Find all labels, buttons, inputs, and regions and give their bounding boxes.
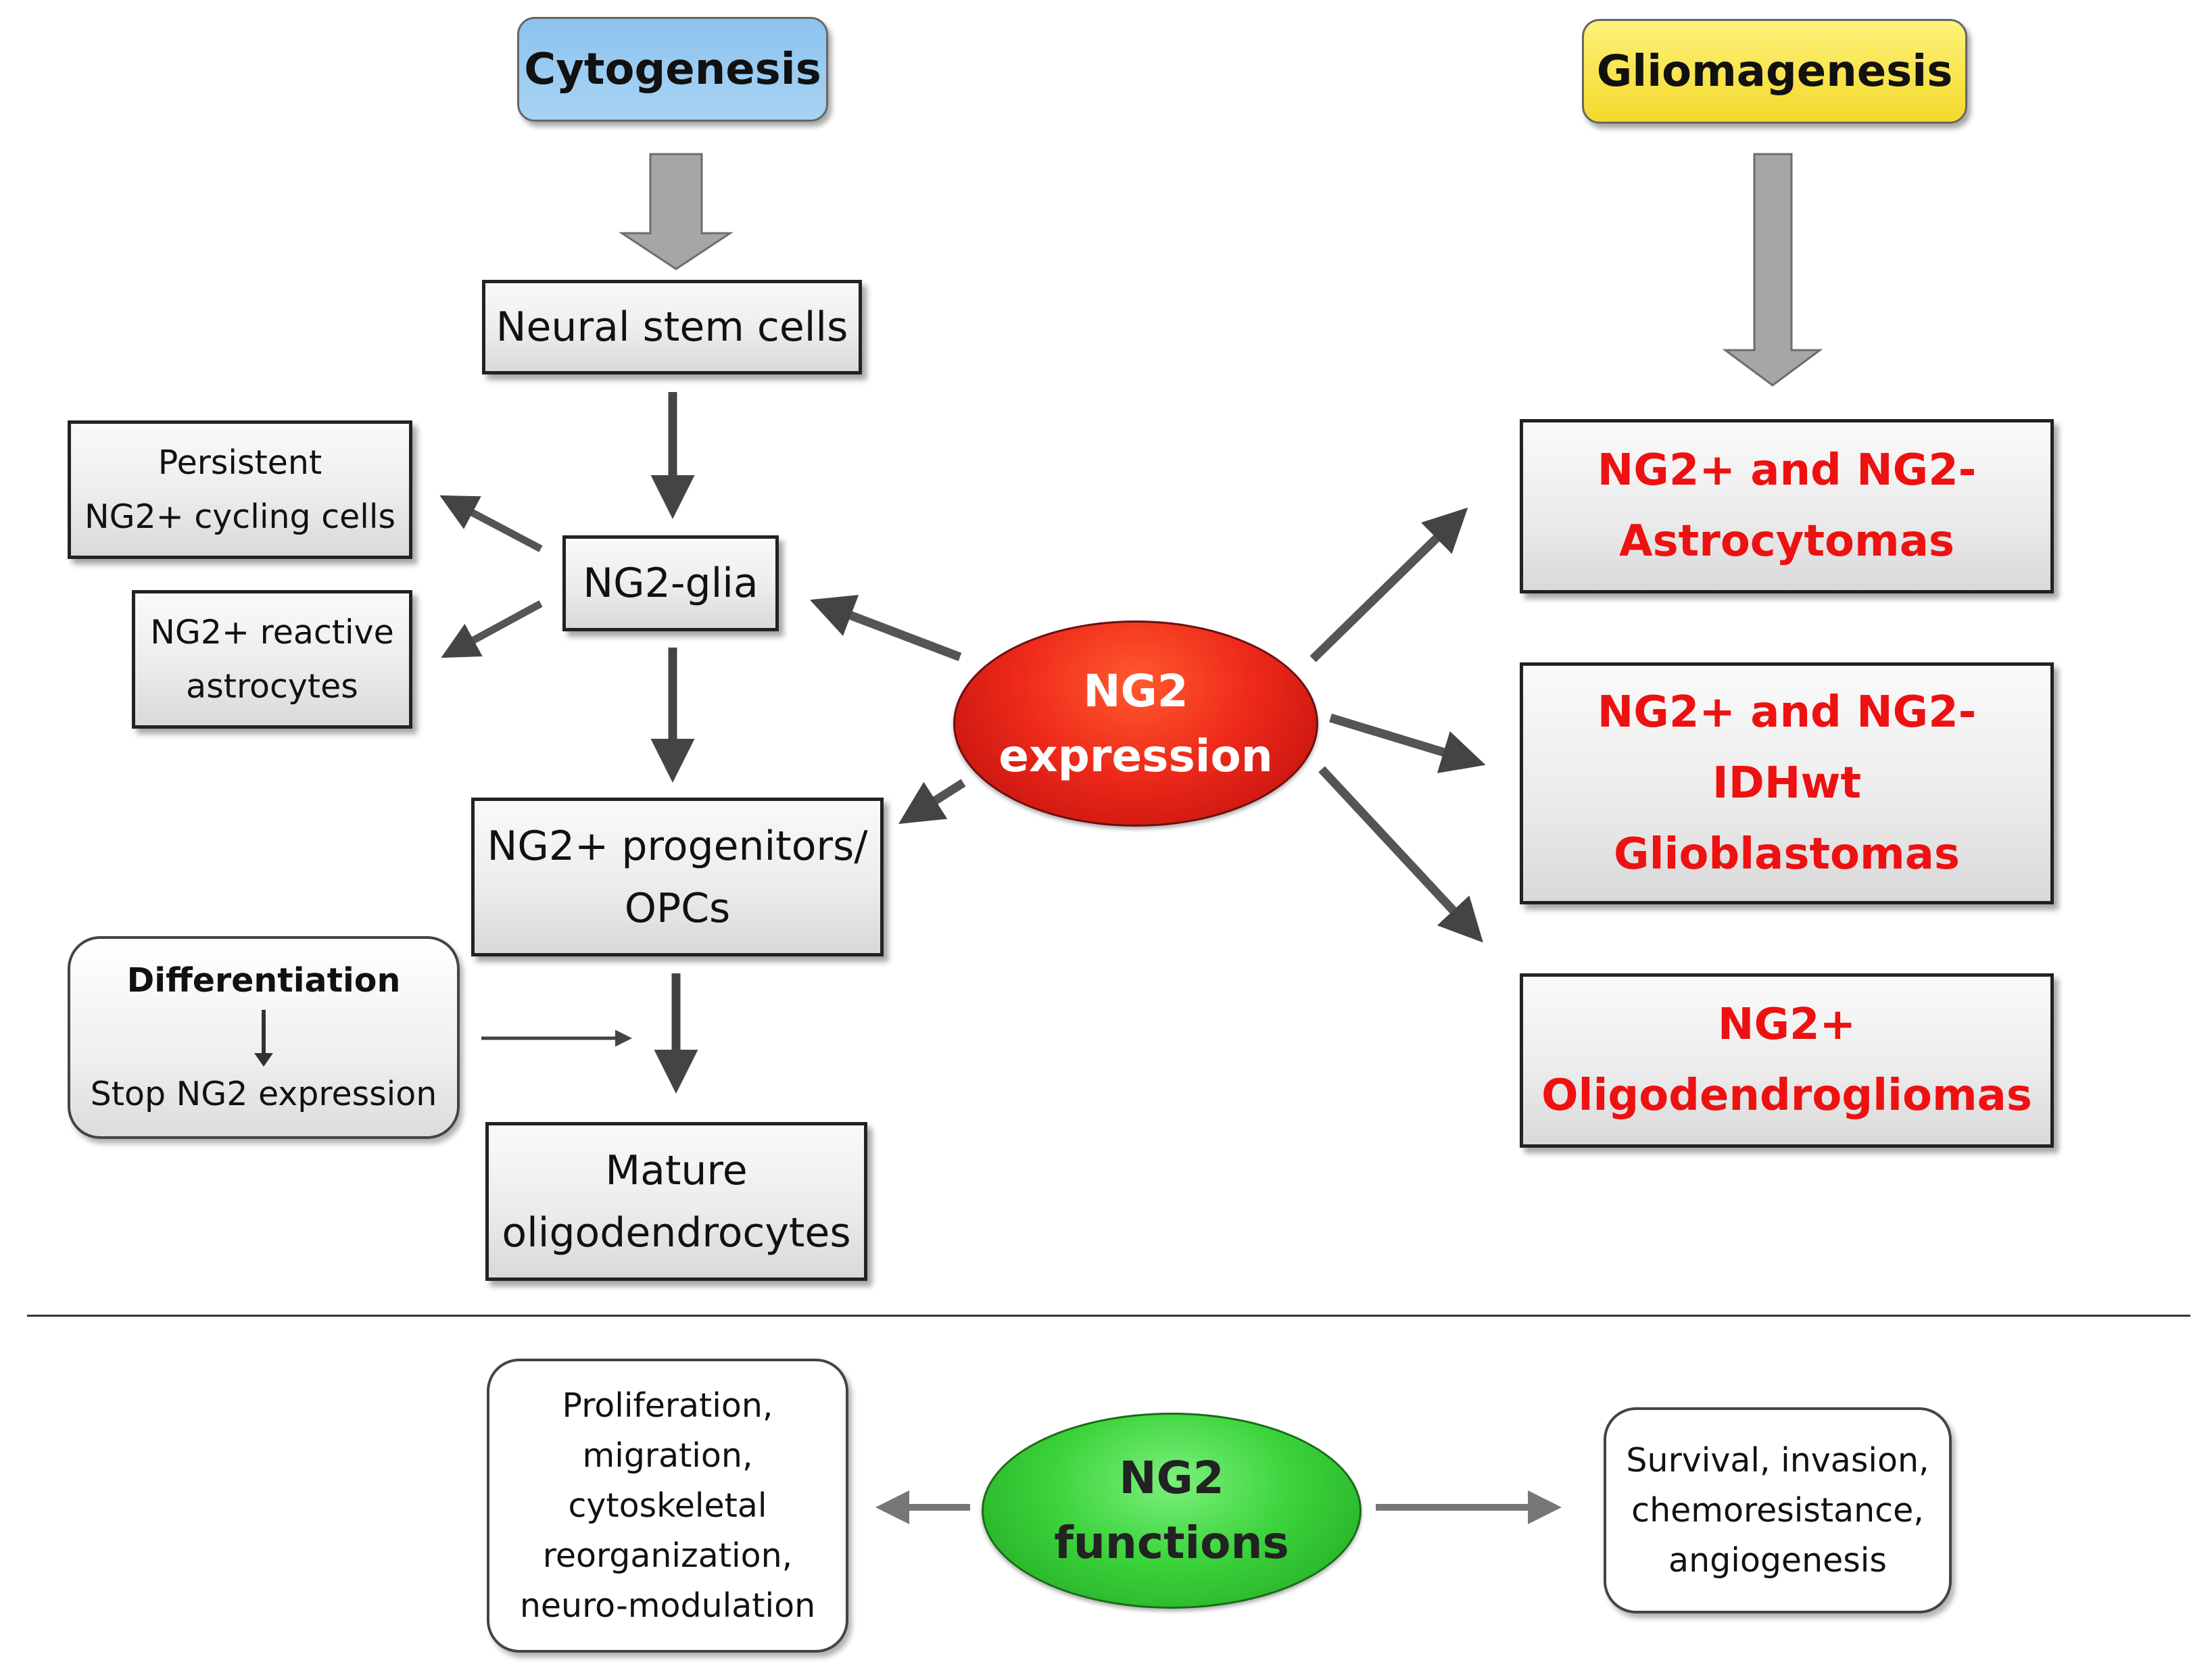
ng2-progenitors-box: NG2+ progenitors/ OPCs — [471, 798, 884, 956]
functions-left-line-1: Proliferation, — [562, 1386, 773, 1425]
functions-right-line-2: chemoresistance, — [1631, 1490, 1924, 1530]
neural-stem-cells-label: Neural stem cells — [496, 303, 848, 351]
progenitors-line-1: NG2+ progenitors/ — [487, 822, 868, 870]
block-arrow-gliomagenesis — [1722, 153, 1823, 387]
gliomagenesis-header: Gliomagenesis — [1582, 19, 1967, 124]
differentiation-title: Differentiation — [126, 961, 401, 1000]
mature-line-2: oligodendrocytes — [502, 1209, 851, 1257]
cytogenesis-label: Cytogenesis — [524, 44, 821, 95]
ng2-expression-line-1: NG2 — [1083, 664, 1188, 717]
persistent-line-1: Persistent — [158, 443, 322, 482]
reactive-line-2: astrocytes — [186, 666, 358, 706]
glioblastomas-line-3: Glioblastomas — [1614, 829, 1960, 879]
arrow-expr-to-progenitors — [898, 779, 966, 824]
reactive-astrocytes-box: NG2+ reactive astrocytes — [132, 590, 412, 729]
ng2-functions-line-2: functions — [1054, 1517, 1289, 1569]
functions-right-box: Survival, invasion, chemoresistance, ang… — [1604, 1407, 1952, 1613]
differentiation-down-arrow-icon — [254, 1010, 273, 1067]
oligodendrogliomas-box: NG2+ Oligodendrogliomas — [1520, 973, 2054, 1148]
cytogenesis-header: Cytogenesis — [517, 17, 828, 122]
neural-stem-cells-box: Neural stem cells — [482, 280, 862, 374]
arrow-expr-to-oligodendrogliomas — [1318, 766, 1483, 943]
mature-oligodendrocytes-box: Mature oligodendrocytes — [485, 1122, 867, 1281]
glioblastomas-box: NG2+ and NG2- IDHwt Glioblastomas — [1520, 662, 2054, 904]
progenitors-line-2: OPCs — [624, 884, 731, 932]
ng2-functions-ellipse: NG2 functions — [982, 1413, 1362, 1609]
mature-line-1: Mature — [605, 1146, 748, 1194]
glioblastomas-line-1: NG2+ and NG2- — [1597, 687, 1977, 737]
oligodendrogliomas-line-2: Oligodendrogliomas — [1541, 1071, 2032, 1121]
astrocytomas-box: NG2+ and NG2- Astrocytomas — [1520, 419, 2054, 593]
functions-left-line-5: neuro-modulation — [519, 1586, 816, 1625]
block-arrow-cytogenesis — [619, 153, 734, 270]
ng2-glia-box: NG2-glia — [562, 535, 779, 631]
arrow-glia-to-persistent — [439, 495, 543, 552]
arrow-expr-to-glioblastomas — [1329, 713, 1486, 773]
differentiation-box: Differentiation Stop NG2 expression — [68, 936, 460, 1139]
oligodendrogliomas-line-1: NG2+ — [1717, 1000, 1856, 1050]
section-divider — [27, 1315, 2190, 1317]
ng2-expression-ellipse: NG2 expression — [953, 620, 1318, 827]
functions-right-line-1: Survival, invasion, — [1626, 1440, 1929, 1480]
arrow-expr-to-astrocytomas — [1309, 507, 1468, 662]
ng2-expression-line-2: expression — [999, 729, 1273, 782]
arrow-glia-to-reactive — [441, 600, 543, 658]
ng2-glia-label: NG2-glia — [583, 560, 759, 607]
functions-left-line-2: migration, — [582, 1436, 753, 1475]
persistent-cycling-cells-box: Persistent NG2+ cycling cells — [68, 420, 412, 559]
persistent-line-2: NG2+ cycling cells — [84, 497, 396, 536]
gliomagenesis-label: Gliomagenesis — [1596, 46, 1953, 97]
functions-left-box: Proliferation, migration, cytoskeletal r… — [487, 1359, 848, 1653]
functions-right-line-3: angiogenesis — [1668, 1540, 1887, 1580]
ng2-functions-line-1: NG2 — [1119, 1452, 1224, 1504]
astrocytomas-line-2: Astrocytomas — [1619, 516, 1954, 566]
functions-left-line-4: reorganization, — [542, 1536, 793, 1575]
astrocytomas-line-1: NG2+ and NG2- — [1597, 445, 1977, 495]
differentiation-subtitle: Stop NG2 expression — [90, 1075, 437, 1113]
arrow-expr-to-glia — [809, 595, 962, 662]
reactive-line-1: NG2+ reactive — [150, 612, 394, 652]
glioblastomas-line-2: IDHwt — [1712, 758, 1862, 808]
functions-left-line-3: cytoskeletal — [568, 1486, 767, 1525]
